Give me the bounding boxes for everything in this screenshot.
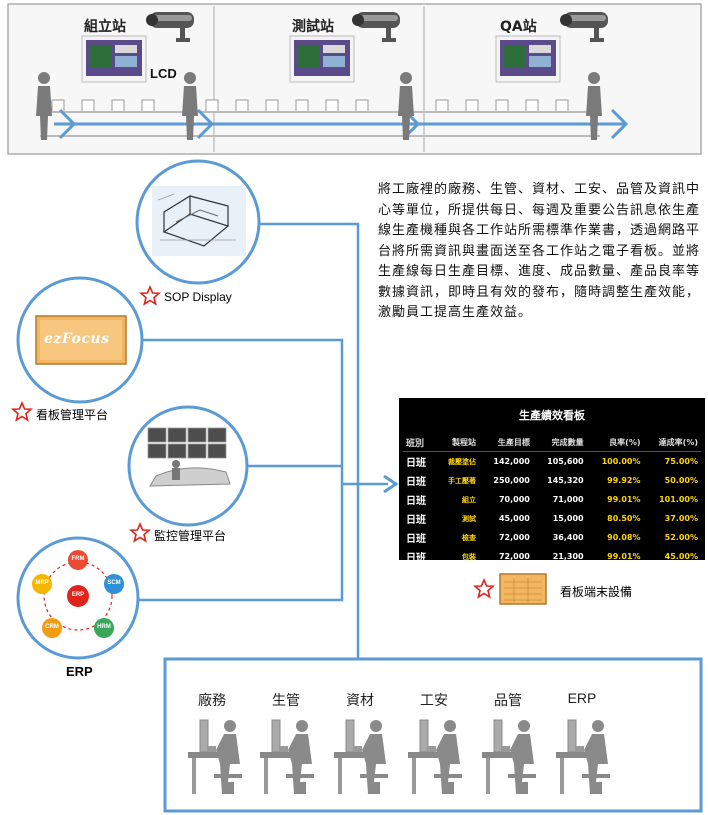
board-cell: 日班	[406, 477, 426, 488]
board-mgmt-label: 看板管理平台	[36, 408, 109, 422]
erp-label: ERP	[66, 664, 93, 679]
monitor-circle	[127, 405, 249, 527]
erp-node-mrp: MRP	[35, 580, 49, 586]
dept-label-production-control: 生管	[272, 692, 300, 708]
board-cell: 測試	[462, 514, 477, 523]
terminal-device-icon	[499, 573, 547, 605]
erp-node-scm: SCM	[107, 580, 121, 586]
board-cell: 裁壓塗佔	[448, 457, 477, 466]
board-cell: 37.00%	[664, 514, 698, 523]
description-text: 將工廠裡的廠務、生管、資材、工安、品管及資訊中心等單位，所提供每日、每週及重要公…	[378, 182, 701, 320]
erp-node-frm: FRM	[71, 556, 85, 562]
erp-node-hrm: HRM	[97, 624, 111, 630]
dept-label-materials: 資材	[346, 692, 374, 708]
board-row: 日班 組立 70,000 71,000 99.01% 101.00%	[403, 490, 701, 509]
board-cell: 99.01%	[607, 495, 641, 504]
board-row: 日班 包裝 72,000 21,300 99.01% 45.00%	[403, 547, 701, 566]
network-lines	[134, 222, 388, 658]
board-cell: 36,400	[552, 533, 584, 542]
departments-frame	[163, 657, 703, 813]
board-cell: 45.00%	[664, 552, 698, 561]
board-header: 完成數量	[532, 434, 587, 452]
monitor-wall-icon	[147, 427, 231, 487]
board-cell: 250,000	[493, 476, 530, 485]
board-cell: 71,000	[552, 495, 584, 504]
dept-label-quality: 品管	[494, 692, 522, 708]
erp-cycle-diagram	[32, 550, 124, 638]
lcd-screen-icon	[289, 35, 355, 83]
conveyor-boxes	[51, 99, 569, 113]
board-cell: 105,600	[547, 457, 584, 466]
board-cell: 80.50%	[607, 514, 641, 523]
station-title-qa: QA站	[500, 19, 537, 35]
sop-display-label: SOP Display	[164, 290, 232, 304]
station-title-assembly: 組立站	[84, 19, 126, 35]
board-cell: 101.00%	[659, 495, 698, 504]
board-cell: 90.08%	[607, 533, 641, 542]
station-title-test: 測試站	[292, 19, 334, 35]
board-cell: 145,320	[547, 476, 584, 485]
star-icon	[140, 286, 160, 305]
board-row: 日班 裁壓塗佔 142,000 105,600 100.00% 75.00%	[403, 452, 701, 472]
lcd-screen-icon	[495, 35, 561, 83]
erp-node-crm: CRM	[45, 624, 59, 630]
star-icon	[130, 523, 150, 542]
board-cell: 52.00%	[664, 533, 698, 542]
board-cell: 142,000	[493, 457, 530, 466]
dept-label-safety: 工安	[420, 692, 448, 708]
sop-drawing-icon	[152, 186, 246, 256]
star-icon	[12, 402, 32, 421]
erp-node-center: ERP	[71, 592, 85, 598]
board-row: 日班 檢查 72,000 36,400 90.08% 52.00%	[403, 528, 701, 547]
ezfocus-logo: ezFocus	[44, 331, 110, 347]
board-cell: 72,000	[498, 533, 530, 542]
board-cell: 手工壓著	[448, 476, 477, 485]
board-cell: 99.92%	[607, 476, 641, 485]
board-header: 良率(%)	[586, 434, 644, 452]
board-cell: 日班	[406, 496, 426, 507]
lcd-screen-icon	[81, 35, 147, 83]
star-icon	[474, 579, 494, 598]
dept-label-facility: 廠務	[198, 692, 226, 708]
board-cell: 99.01%	[607, 552, 641, 561]
board-cell: 50.00%	[664, 476, 698, 485]
board-header: 生產目標	[479, 434, 533, 452]
board-row: 日班 測試 45,000 15,000 80.50% 37.00%	[403, 509, 701, 528]
board-cell: 100.00%	[601, 457, 641, 466]
board-cell: 75.00%	[664, 457, 698, 466]
dept-label-erp: ERP	[567, 690, 597, 706]
board-header: 班別	[403, 434, 436, 452]
board-table: 班別 製程站 生產目標 完成數量 良率(%) 達成率(%) 日班 裁壓塗佔 14…	[403, 434, 701, 566]
board-cell: 組立	[462, 495, 477, 504]
lcd-label: LCD	[150, 66, 177, 81]
board-cell: 日班	[406, 458, 426, 469]
arrow-to-board-icon	[383, 474, 399, 494]
board-cell: 日班	[406, 534, 426, 545]
board-cell: 15,000	[552, 514, 584, 523]
board-cell: 72,000	[498, 552, 530, 561]
board-cell: 日班	[406, 553, 426, 564]
board-cell: 45,000	[498, 514, 530, 523]
board-mgmt-image	[35, 315, 127, 365]
board-cell: 21,300	[552, 552, 584, 561]
board-row: 日班 手工壓著 250,000 145,320 99.92% 50.00%	[403, 471, 701, 490]
board-cell: 檢查	[462, 533, 477, 542]
board-header: 製程站	[435, 434, 480, 452]
board-cell: 日班	[406, 515, 426, 526]
board-header: 達成率(%)	[643, 434, 701, 452]
board-cell: 包裝	[462, 552, 477, 561]
board-cell: 70,000	[498, 495, 530, 504]
terminal-device-label: 看板端末設備	[560, 585, 633, 599]
production-board: 生產績效看板 班別 製程站 生產目標 完成數量 良率(%) 達成率(%) 日班 …	[399, 398, 705, 564]
board-title: 生產績效看板	[519, 409, 585, 422]
monitor-mgmt-label: 監控管理平台	[154, 529, 227, 543]
